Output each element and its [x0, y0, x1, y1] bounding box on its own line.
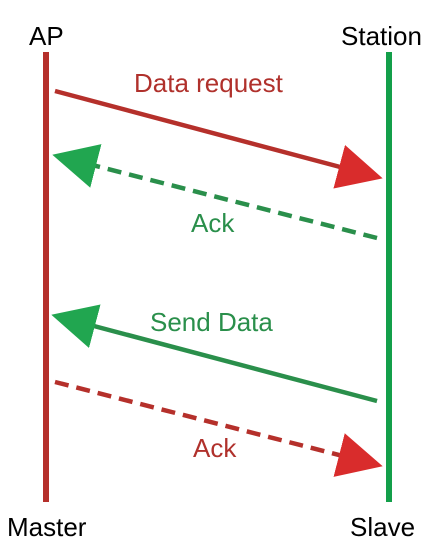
slave-label: Slave — [350, 512, 415, 542]
data-request-arrow — [54, 88, 383, 189]
ack-label-2: Ack — [193, 433, 237, 463]
ack-label-1: Ack — [191, 208, 235, 238]
ack-arrow-2 — [54, 379, 383, 477]
data-request-label: Data request — [134, 68, 284, 98]
send-data-label: Send Data — [150, 307, 273, 337]
ack-arrow-1 — [52, 144, 378, 241]
station-label: Station — [341, 21, 422, 51]
master-label: Master — [7, 512, 87, 542]
send-data-arrow — [51, 304, 378, 404]
ap-label: AP — [29, 21, 64, 51]
